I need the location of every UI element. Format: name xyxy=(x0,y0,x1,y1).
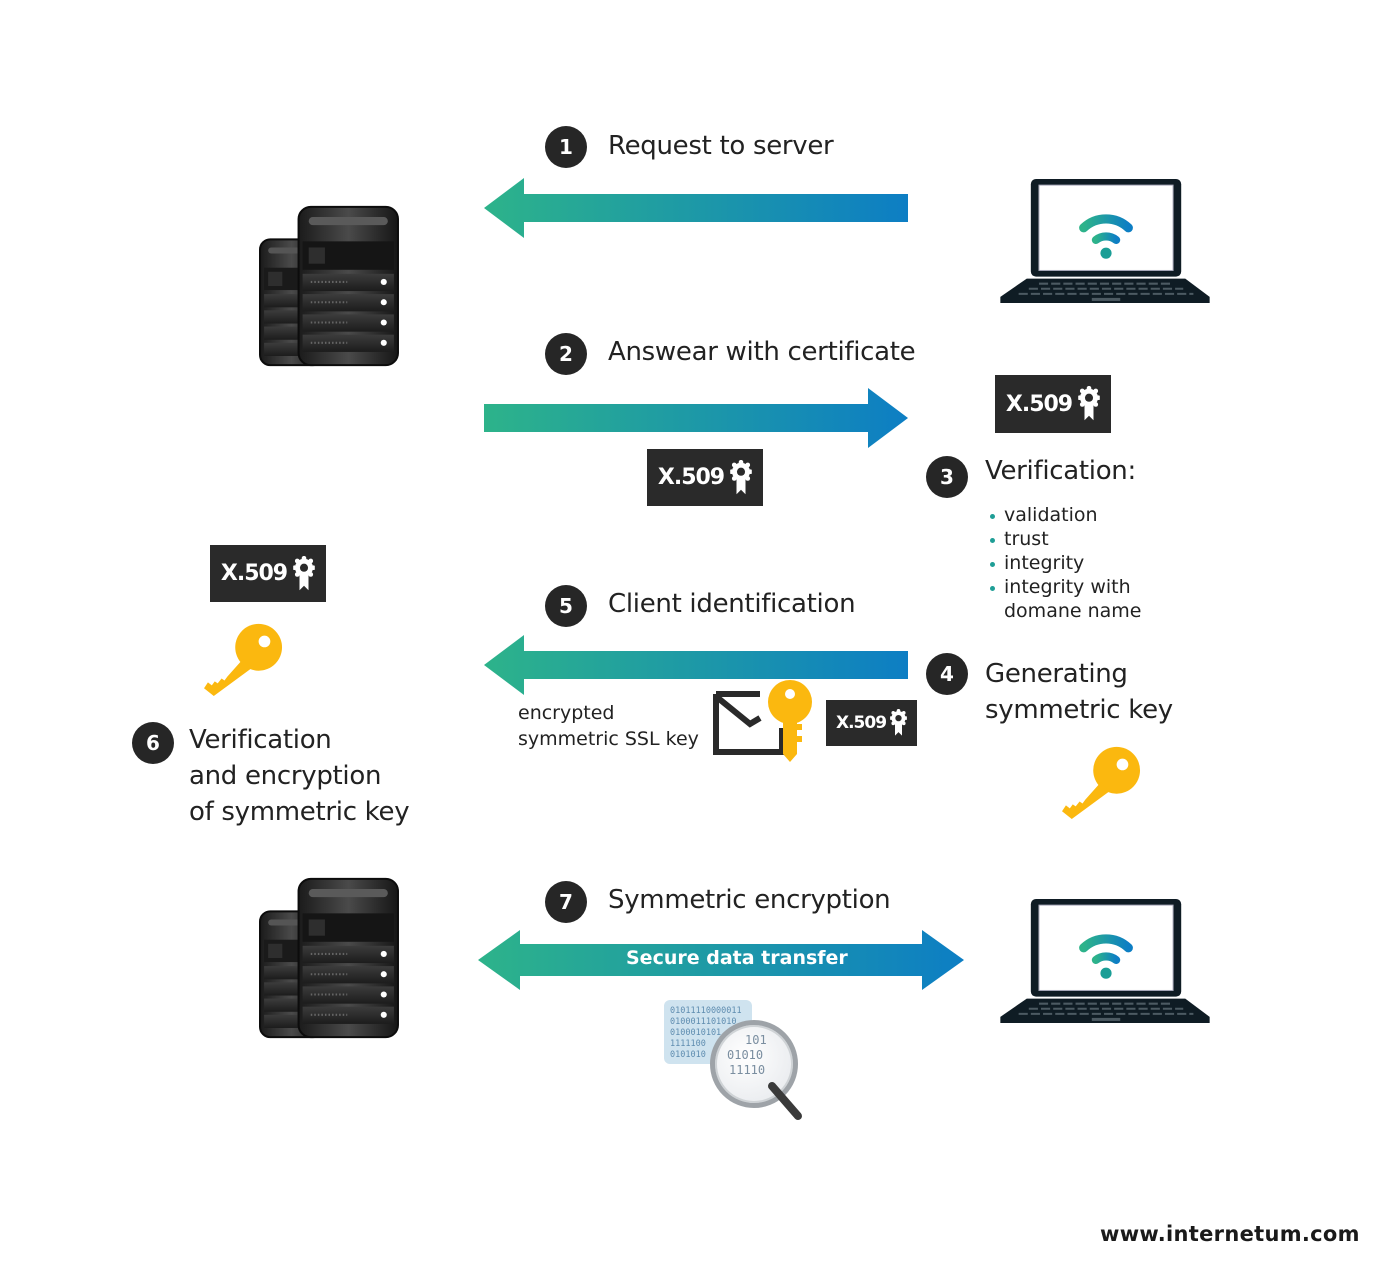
arrow-left xyxy=(484,635,908,695)
step-6-title: Verification and encryption of symmetric… xyxy=(189,725,410,827)
verification-checklist: validation trust integrity integrity wit… xyxy=(988,503,1142,623)
server-icon xyxy=(258,876,400,1040)
certificate-label: X.509 xyxy=(835,713,887,733)
certificate-label: X.509 xyxy=(657,465,725,490)
award-rosette-icon xyxy=(730,460,752,496)
checklist-item: integrity xyxy=(988,551,1142,575)
step-1-badge: 1 xyxy=(545,126,587,168)
magnified-line: 101 xyxy=(745,1033,767,1047)
envelope-icon xyxy=(713,691,784,755)
step-7-badge: 7 xyxy=(545,881,587,923)
key-icon xyxy=(768,680,812,762)
magnified-line: 11110 xyxy=(729,1063,766,1077)
arrow-right xyxy=(484,388,908,448)
laptop-icon xyxy=(998,177,1212,304)
x509-certificate: X.509 xyxy=(210,545,326,602)
server-icon xyxy=(258,204,400,368)
binary-line: 01011110000011 xyxy=(670,1006,742,1016)
award-rosette-icon xyxy=(890,709,907,737)
checklist-item: integrity with xyxy=(988,575,1142,599)
magnifier-handle xyxy=(768,1082,802,1120)
step-4-title: Generating symmetric key xyxy=(985,659,1173,725)
key-icon xyxy=(1058,743,1146,821)
binary-line: 0100010101 xyxy=(670,1028,722,1038)
binary-line: 0101010 xyxy=(670,1050,706,1060)
step-6-badge: 6 xyxy=(132,722,174,764)
arrow-left xyxy=(484,178,908,238)
x509-certificate: X.509 xyxy=(826,700,917,746)
checklist-item: trust xyxy=(988,527,1142,551)
x509-certificate: X.509 xyxy=(995,375,1111,433)
step-7-title: Symmetric encryption xyxy=(608,885,891,915)
step-5-title: Client identification xyxy=(608,589,856,619)
step-2-title: Answear with certificate xyxy=(608,337,916,367)
magnified-line: 01010 xyxy=(727,1048,764,1062)
x509-certificate: X.509 xyxy=(647,449,763,506)
secure-transfer-label: Secure data transfer xyxy=(626,947,848,969)
key-icon xyxy=(200,620,288,698)
checklist-item-continued: domane name xyxy=(1004,600,1142,622)
certificate-label: X.509 xyxy=(1005,391,1073,417)
encrypted-key-note: encrypted symmetric SSL key xyxy=(518,702,699,750)
checklist-item: validation xyxy=(988,503,1142,527)
step-5-badge: 5 xyxy=(545,585,587,627)
binary-line: 0100011101010 xyxy=(670,1017,737,1027)
website-url: www.internetum.com xyxy=(1100,1222,1360,1246)
step-2-badge: 2 xyxy=(545,333,587,375)
certificate-label: X.509 xyxy=(220,561,288,586)
award-rosette-icon xyxy=(1078,386,1100,422)
step-1-title: Request to server xyxy=(608,131,834,161)
bidirectional-arrow xyxy=(478,930,964,990)
award-rosette-icon xyxy=(293,556,315,592)
binary-line: 1111100 xyxy=(670,1039,706,1049)
laptop-icon xyxy=(998,897,1212,1024)
step-4-badge: 4 xyxy=(926,653,968,695)
step-3-badge: 3 xyxy=(926,456,968,498)
step-3-title: Verification: xyxy=(985,456,1136,486)
